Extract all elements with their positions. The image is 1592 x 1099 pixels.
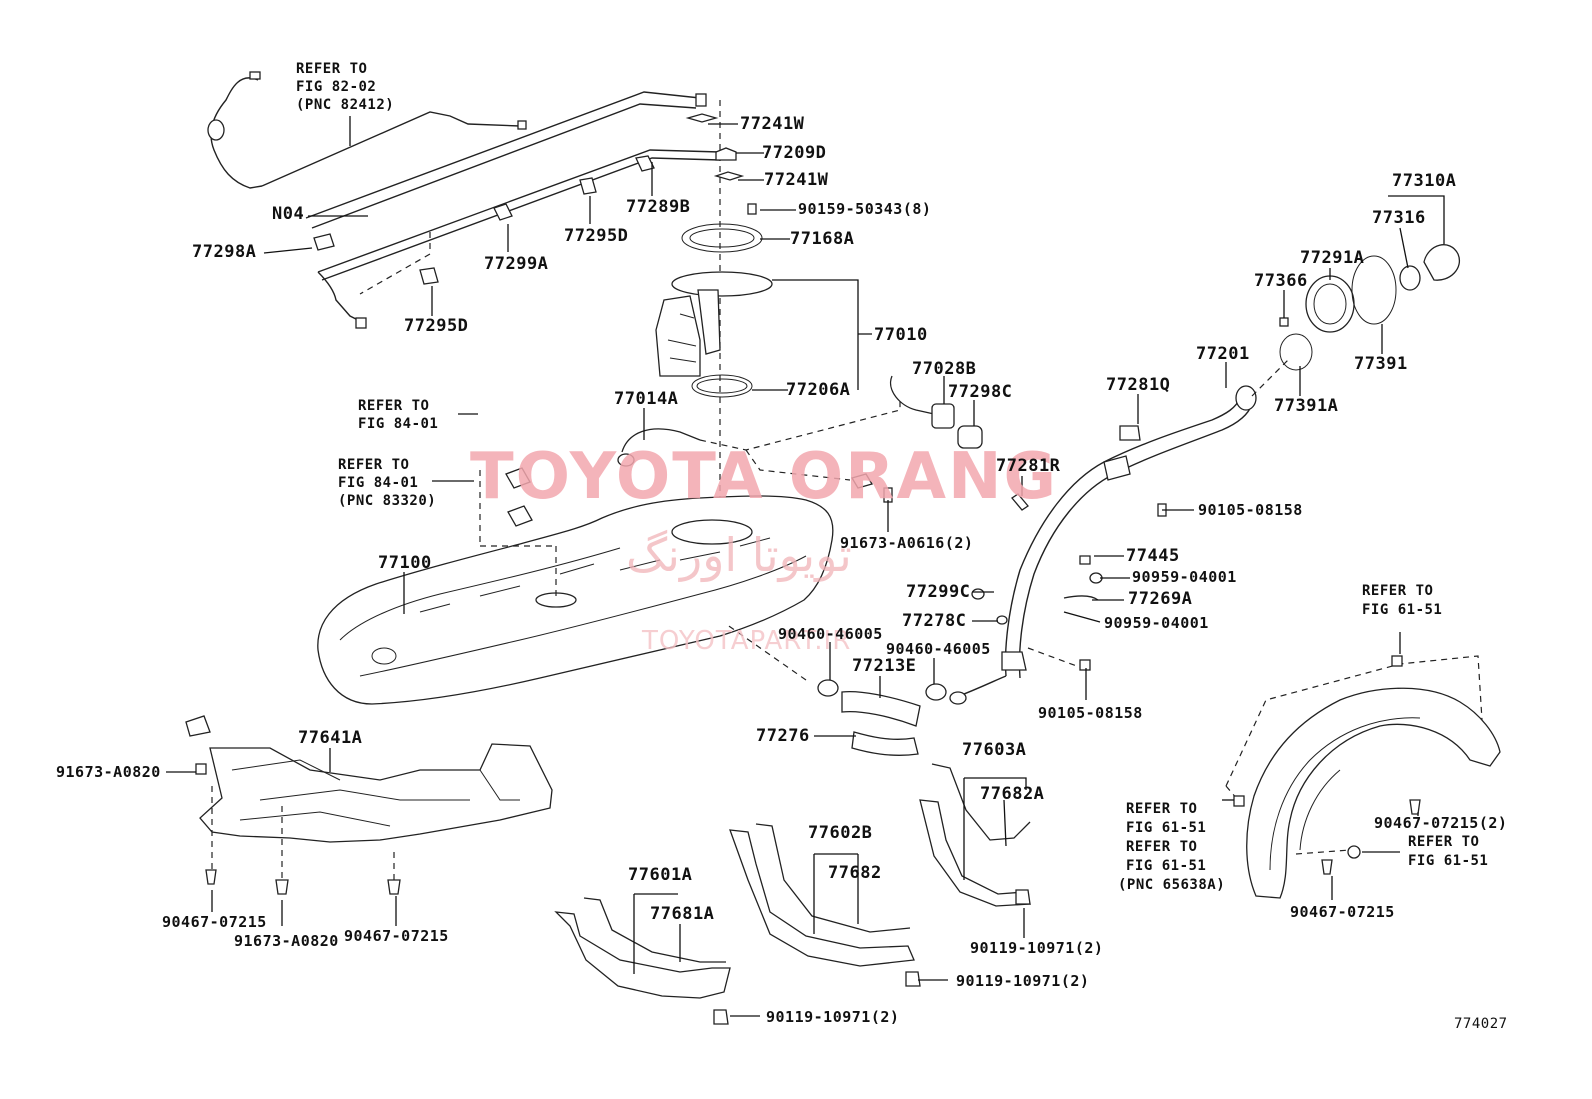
label-part-number: 77295D bbox=[404, 316, 469, 336]
label-part-number: 77601A bbox=[628, 865, 693, 885]
label-part-number: 90159-50343(8) bbox=[798, 200, 932, 218]
figure-number: 774027 bbox=[1454, 1016, 1508, 1032]
fuel-pump-group bbox=[655, 100, 773, 520]
label-part-number: N04 bbox=[272, 204, 305, 224]
label-fig-ref: FIG 61-51 bbox=[1126, 820, 1207, 836]
label-part-number: 77201 bbox=[1196, 344, 1250, 364]
label-fig-ref: FIG 82-02 bbox=[296, 79, 377, 95]
label-fig-ref: FIG 61-51 bbox=[1126, 858, 1207, 874]
label-part-number: 90119-10971(2) bbox=[970, 939, 1104, 957]
label-part-number: 77278C bbox=[902, 611, 967, 631]
label-part-number: 77682 bbox=[828, 863, 882, 883]
label-part-number: 77010 bbox=[874, 325, 928, 345]
label-part-number: 90467-07215 bbox=[1290, 903, 1395, 921]
label-part-number: 90105-08158 bbox=[1038, 704, 1143, 722]
label-part-number: 77100 bbox=[378, 553, 432, 573]
label-part-number: 77241W bbox=[740, 114, 805, 134]
label-part-number: 77641A bbox=[298, 728, 363, 748]
label-part-number: 90119-10971(2) bbox=[956, 972, 1090, 990]
label-part-number: 77366 bbox=[1254, 271, 1308, 291]
fender-liner-group bbox=[1225, 655, 1501, 899]
label-part-number: 77299A bbox=[484, 254, 549, 274]
label-part-number: 77291A bbox=[1300, 248, 1365, 268]
label-part-number: 91673-A0820 bbox=[56, 763, 161, 781]
label-part-number: 77681A bbox=[650, 904, 715, 924]
label-part-number: 77209D bbox=[762, 143, 827, 163]
hose-group bbox=[505, 375, 983, 756]
label-part-number: 90959-04001 bbox=[1132, 568, 1237, 586]
label-fig-ref: FIG 61-51 bbox=[1362, 602, 1443, 618]
label-part-number: 90467-07215 bbox=[162, 913, 267, 931]
label-part-number: 91673-A0820 bbox=[234, 932, 339, 950]
label-fig-ref: FIG 84-01 bbox=[358, 416, 439, 432]
label-fig-ref: FIG 61-51 bbox=[1408, 853, 1489, 869]
label-part-number: 90119-10971(2) bbox=[766, 1008, 900, 1026]
label-refer-to: REFER TO bbox=[1126, 839, 1198, 855]
label-part-number: 77168A bbox=[790, 229, 855, 249]
label-refer-to: REFER TO bbox=[358, 398, 430, 414]
label-part-number: 77391A bbox=[1274, 396, 1339, 416]
label-part-number: 77289B bbox=[626, 197, 691, 217]
fuel-lines-group bbox=[207, 71, 721, 329]
label-pnc-ref: (PNC 65638A) bbox=[1118, 877, 1226, 893]
watermark-brand: TOYOTA ORANG bbox=[470, 440, 1059, 514]
label-part-number: 90460-46005 bbox=[886, 640, 991, 658]
label-fig-ref: FIG 84-01 bbox=[338, 475, 419, 491]
watermark-site: TOYOTAPART.IR bbox=[642, 626, 852, 656]
label-part-number: 77281R bbox=[996, 456, 1061, 476]
label-part-number: 77276 bbox=[756, 726, 810, 746]
label-part-number: 77298C bbox=[948, 382, 1013, 402]
leader-lines bbox=[166, 116, 1445, 1017]
label-part-number: 77316 bbox=[1372, 208, 1426, 228]
label-part-number: 77603A bbox=[962, 740, 1027, 760]
fuel-tank-group bbox=[317, 470, 834, 705]
label-part-number: 77281Q bbox=[1106, 375, 1171, 395]
label-refer-to: REFER TO bbox=[1126, 801, 1198, 817]
filler-pipe-group bbox=[949, 244, 1460, 705]
label-part-number: 90105-08158 bbox=[1198, 501, 1303, 519]
label-part-number: 77602B bbox=[808, 823, 873, 843]
label-part-number: 77014A bbox=[614, 389, 679, 409]
label-pnc-ref: (PNC 82412) bbox=[296, 97, 395, 113]
label-part-number: 77295D bbox=[564, 226, 629, 246]
label-part-number: 77206A bbox=[786, 380, 851, 400]
label-part-number: 77028B bbox=[912, 359, 977, 379]
label-pnc-ref: (PNC 83320) bbox=[338, 493, 437, 509]
label-refer-to: REFER TO bbox=[338, 457, 410, 473]
label-part-number: 77298A bbox=[192, 242, 257, 262]
label-part-number: 77391 bbox=[1354, 354, 1408, 374]
label-part-number: 90467-07215 bbox=[344, 927, 449, 945]
label-part-number: 77310A bbox=[1392, 171, 1457, 191]
label-part-number: 90460-46005 bbox=[778, 625, 883, 643]
label-part-number: 77682A bbox=[980, 784, 1045, 804]
label-part-number: 77269A bbox=[1128, 589, 1193, 609]
label-part-number: 91673-A0616(2) bbox=[840, 534, 974, 552]
label-part-number: 77241W bbox=[764, 170, 829, 190]
label-part-number: 90959-04001 bbox=[1104, 614, 1209, 632]
protector-group bbox=[185, 715, 553, 895]
label-refer-to: REFER TO bbox=[296, 61, 368, 77]
label-refer-to: REFER TO bbox=[1362, 583, 1434, 599]
label-part-number: 77299C bbox=[906, 582, 971, 602]
label-refer-to: REFER TO bbox=[1408, 834, 1480, 850]
label-part-number: 90467-07215(2) bbox=[1374, 814, 1508, 832]
label-part-number: 77445 bbox=[1126, 546, 1180, 566]
watermark-persian: تویوتا اورنگ bbox=[626, 528, 852, 582]
straps-group bbox=[554, 763, 1032, 1025]
label-part-number: 77213E bbox=[852, 656, 917, 676]
